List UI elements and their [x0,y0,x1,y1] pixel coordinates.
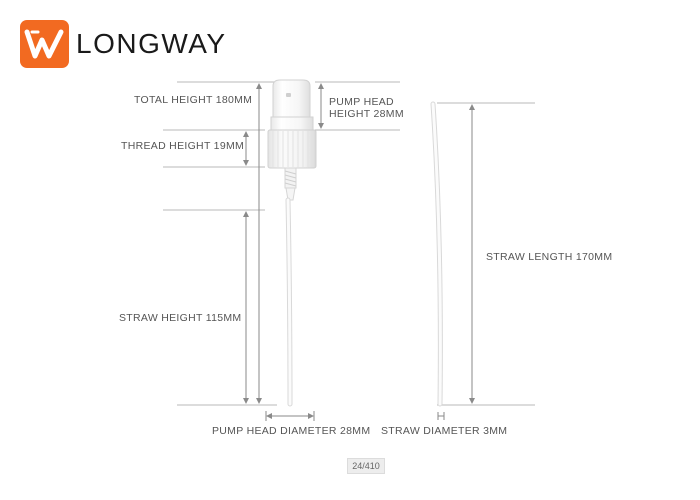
sprayer-pump [267,79,317,407]
diameter-arrows [265,411,445,421]
straw [430,101,443,407]
straw-tube [431,102,442,406]
dimension-arrows [243,83,475,404]
nozzle-hole [286,93,291,97]
straw-height-label: STRAW HEIGHT 115MM [119,312,242,324]
straw-diameter-label: STRAW DIAMETER 3MM [381,425,508,437]
pump-head-height-label-line2: HEIGHT 28MM [329,108,404,120]
thread-height-label: THREAD HEIGHT 19MM [121,140,245,152]
dip-tube [286,198,292,406]
pump-housing-tip [285,187,296,201]
total-height-label: TOTAL HEIGHT 180MM [134,94,253,106]
pump-collar [270,116,314,131]
thread-closure [267,129,317,169]
longway-w-logo-icon [20,20,69,68]
thread-ribs [272,131,314,167]
guide-lines-straw-length [437,102,535,406]
brand-logo: LONGWAY [20,20,225,70]
guide-lines-left [163,81,277,406]
pump-actuator [272,79,311,119]
pump-head-diameter-label: PUMP HEAD DIAMETER 28MM [212,425,371,437]
pump-head-height-label-line1: PUMP HEAD [329,96,394,108]
spring-coils [284,170,297,187]
guide-lines-pump-head [315,81,400,131]
image-page-counter: 24/410 [347,458,385,474]
brand-name: LONGWAY [76,28,227,59]
straw-length-label: STRAW LENGTH 170MM [486,251,613,263]
